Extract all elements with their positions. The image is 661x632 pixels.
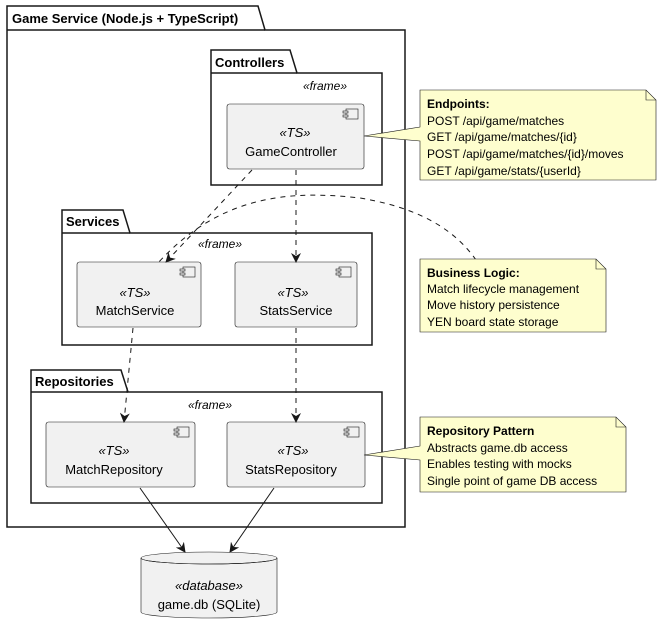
controllers-package: Controllers «frame»: [210, 49, 383, 186]
database-name: game.db (SQLite): [158, 597, 261, 612]
component-name: GameController: [245, 144, 337, 159]
note-business-logic: Business Logic: Match lifecycle manageme…: [419, 258, 607, 333]
component-name: StatsService: [260, 303, 333, 318]
component-name: StatsRepository: [245, 462, 337, 477]
note-endpoints: Endpoints: POST /api/game/matches GET /a…: [363, 89, 657, 181]
note-line: Abstracts game.db access: [427, 441, 568, 455]
arrow-matchrepository-to-db: [139, 487, 186, 553]
note-line: Enables testing with mocks: [427, 457, 572, 471]
note-line: YEN board state storage: [427, 315, 559, 329]
note-line: Move history persistence: [427, 298, 560, 312]
database-stereotype: «database»: [175, 578, 243, 593]
dependency-arrows: [119, 169, 477, 423]
database-cylinder[interactable]: «database» game.db (SQLite): [140, 551, 278, 619]
arrow-gamecontroller-to-matchservice: [165, 169, 253, 263]
component-icon: [343, 426, 360, 438]
services-stereotype: «frame»: [198, 237, 242, 251]
stats-repository-component[interactable]: «TS» StatsRepository: [226, 421, 366, 488]
component-icon: [335, 266, 352, 278]
note-line: POST /api/game/matches/{id}/moves: [427, 147, 624, 161]
repositories-title: Repositories: [35, 374, 114, 389]
package-title: Game Service (Node.js + TypeScript): [12, 11, 238, 26]
repositories-package: Repositories «frame»: [30, 369, 383, 504]
note-connector-business-logic: [157, 194, 477, 264]
stats-service-component[interactable]: «TS» StatsService: [234, 261, 358, 328]
game-controller-component[interactable]: «TS» GameController: [226, 103, 365, 170]
component-icon: [179, 266, 196, 278]
match-repository-component[interactable]: «TS» MatchRepository: [45, 421, 196, 488]
note-repository-pattern: Repository Pattern Abstracts game.db acc…: [363, 416, 627, 493]
services-title: Services: [66, 214, 120, 229]
component-icon: [342, 108, 359, 120]
note-line: GET /api/game/matches/{id}: [427, 130, 577, 144]
arrow-statsrepository-to-db: [229, 487, 275, 553]
note-title: Repository Pattern: [427, 424, 534, 438]
arrow-matchservice-to-matchrepository: [119, 327, 134, 423]
controllers-stereotype: «frame»: [303, 79, 347, 93]
component-name: MatchRepository: [65, 462, 163, 477]
note-title: Endpoints:: [427, 97, 490, 111]
database-arrows: [139, 487, 275, 553]
note-title: Business Logic:: [427, 266, 520, 280]
note-line: Single point of game DB access: [427, 474, 597, 488]
component-stereotype: «TS»: [277, 443, 308, 458]
services-package: Services «frame»: [61, 209, 373, 346]
note-line: POST /api/game/matches: [427, 114, 564, 128]
game-service-package: Game Service (Node.js + TypeScript): [6, 5, 406, 528]
component-icon: [173, 426, 190, 438]
component-stereotype: «TS»: [277, 285, 308, 300]
component-name: MatchService: [96, 303, 175, 318]
note-line: GET /api/game/stats/{userId}: [427, 164, 581, 178]
component-stereotype: «TS»: [98, 443, 129, 458]
match-service-component[interactable]: «TS» MatchService: [76, 261, 202, 328]
note-line: Match lifecycle management: [427, 282, 580, 296]
component-stereotype: «TS»: [119, 285, 150, 300]
controllers-title: Controllers: [215, 55, 284, 70]
repositories-stereotype: «frame»: [188, 398, 232, 412]
component-stereotype: «TS»: [279, 125, 310, 140]
